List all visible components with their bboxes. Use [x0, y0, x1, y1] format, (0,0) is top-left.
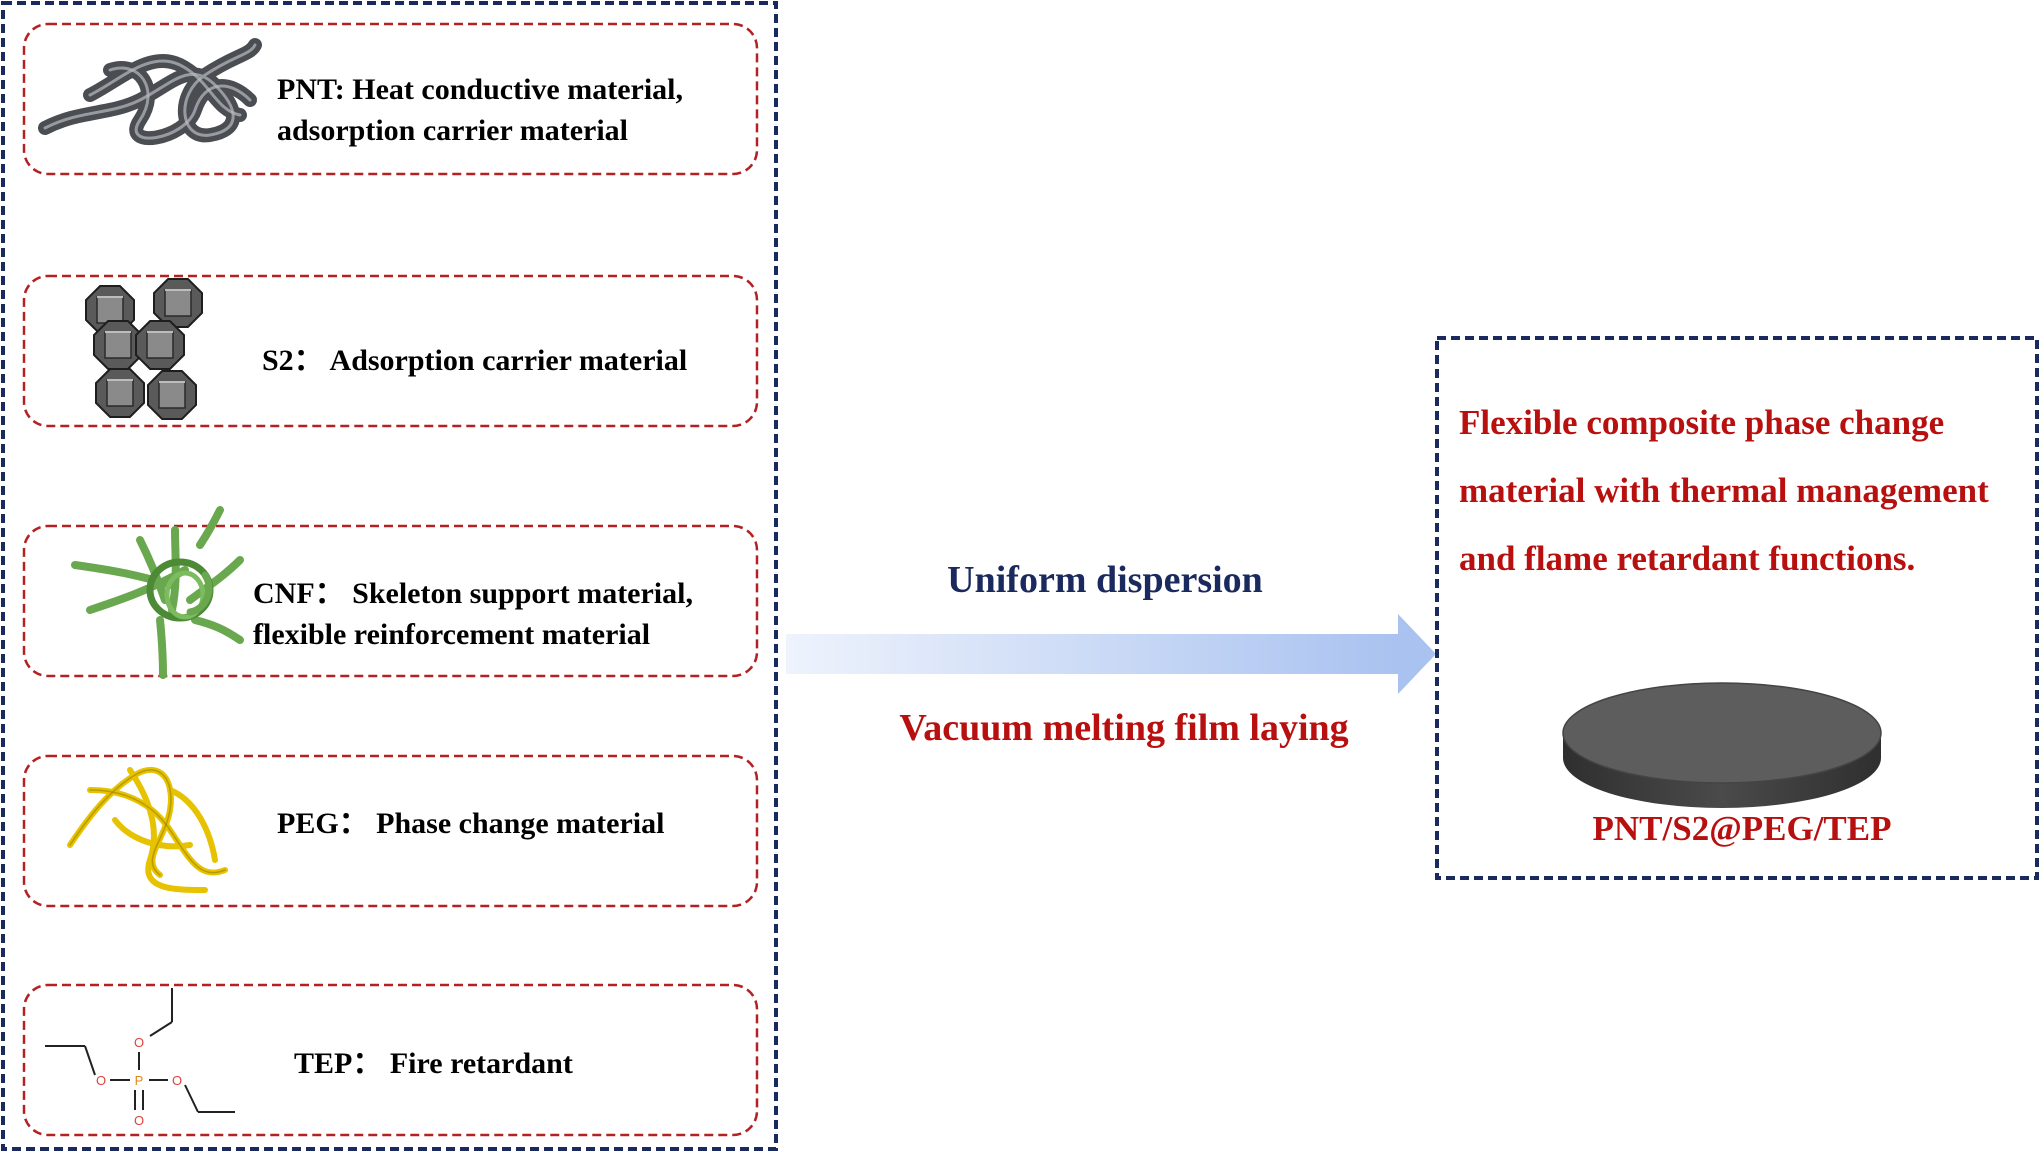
peg-label-line-1: PEG： Phase change material	[277, 807, 664, 840]
cnf-label-line-1: CNF： Skeleton support material,	[253, 577, 693, 610]
cnf-fibers-icon	[71, 506, 244, 679]
tep-atom-o-left: O	[96, 1073, 106, 1088]
s2-cubes-icon	[85, 278, 203, 420]
tep-atom-o-bottom: O	[134, 1113, 144, 1128]
s2-item-box	[22, 274, 759, 428]
process-bottom-label: Vacuum melting film laying	[899, 707, 1348, 749]
process-top-label: Uniform dispersion	[947, 559, 1263, 601]
product-description-line-3: and flame retardant functions.	[1459, 539, 1915, 578]
peg-label: PEG： Phase change material	[277, 807, 664, 840]
pnt-label-line-2: adsorption carrier material	[277, 114, 628, 147]
composite-disc-icon	[1562, 682, 1882, 808]
cnf-item-box	[22, 524, 759, 678]
tep-atom-p: P	[135, 1073, 144, 1088]
product-description-line-1: Flexible composite phase change	[1459, 403, 1944, 442]
tep-atom-o-top: O	[134, 1035, 144, 1050]
peg-fibers-icon	[67, 767, 228, 893]
product-panel	[1435, 336, 2039, 880]
product-name: PNT/S2@PEG/TEP	[1593, 809, 1892, 848]
peg-item-box	[22, 754, 759, 908]
pnt-nanotube-icon	[38, 38, 262, 146]
s2-label-line-1: S2： Adsorption carrier material	[262, 344, 687, 377]
product-description-line-2: material with thermal management	[1459, 471, 1989, 510]
tep-atom-o-right: O	[172, 1073, 182, 1088]
tep-item-box	[22, 983, 759, 1137]
s2-label: S2： Adsorption carrier material	[262, 344, 687, 377]
tep-label: TEP： Fire retardant	[294, 1047, 573, 1080]
pnt-label-line-1: PNT: Heat conductive material,	[277, 73, 683, 106]
cnf-label: CNF： Skeleton support material, flexible…	[253, 577, 700, 651]
pnt-item-box	[22, 22, 759, 176]
cnf-label-line-2: flexible reinforcement material	[253, 618, 650, 651]
tep-molecule-icon: O P O O O	[45, 988, 235, 1128]
tep-label-line-1: TEP： Fire retardant	[294, 1047, 573, 1080]
product-description: Flexible composite phase change material…	[1459, 403, 1997, 578]
components-panel	[1, 1, 778, 1151]
pnt-label: PNT: Heat conductive material, adsorptio…	[277, 73, 691, 147]
process-arrow	[786, 614, 1436, 694]
